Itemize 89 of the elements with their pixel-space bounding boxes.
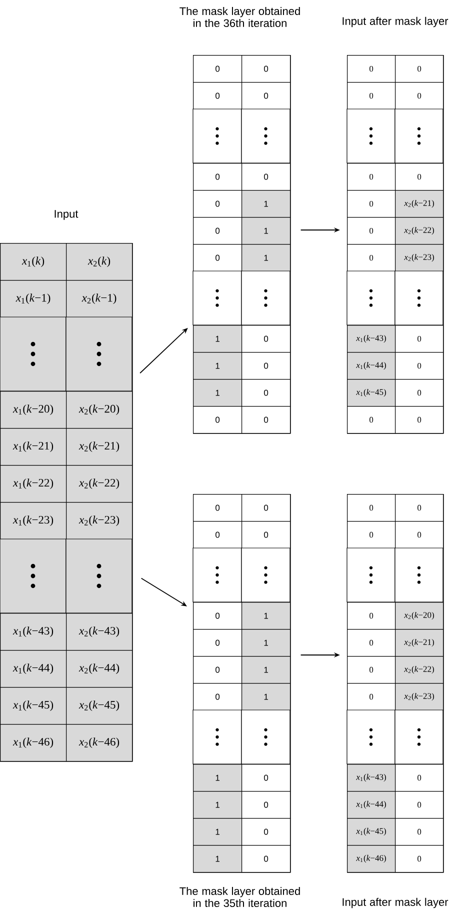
table-cell: x$_{2}$(k−20)	[66, 391, 133, 429]
table-cell: 0	[347, 163, 396, 191]
table-heading: The mask layer obtained in the 35th iteration	[180, 886, 300, 908]
table-cell: 0	[395, 406, 444, 434]
table-cell: 0	[242, 82, 291, 110]
table-cell: 0	[395, 764, 444, 792]
table-cell: 0	[395, 494, 444, 522]
table-cell: 0	[242, 55, 291, 83]
table-heading: Input after mask layer	[342, 898, 448, 908]
table-cell: x$_{2}$(k−21)	[395, 190, 444, 218]
table-cell: x$_{2}$(k−23)	[395, 683, 444, 711]
table-cell: x$_{1}$(k−44)	[347, 352, 396, 380]
table-cell: x$_{2}$(k−45)	[66, 687, 133, 725]
table-cell: x$_{2}$(k−22)	[395, 656, 444, 684]
table-heading: Input after mask layer	[342, 16, 448, 28]
table-cell: x$_{1}$(k−45)	[347, 379, 396, 407]
table-cell: x$_{2}$(k−21)	[395, 629, 444, 657]
table-cell: 0	[395, 818, 444, 846]
table-cell: x$_{1}$(k)	[0, 243, 67, 281]
table-cell: x$_{2}$(k−20)	[395, 602, 444, 630]
table-cell: 0	[395, 844, 444, 873]
table-cell: x$_{2}$(k−46)	[66, 724, 133, 762]
table-cell: 0	[193, 163, 242, 191]
table-cell: x$_{2}$(k−23)	[66, 502, 133, 540]
table-cell: x$_{1}$(k−46)	[0, 724, 67, 762]
table-heading: The mask layer obtained in the 36th iteration	[180, 6, 300, 28]
table-cell: 0	[242, 494, 291, 522]
table-cell: 0	[395, 163, 444, 191]
table-cell: 1	[242, 683, 291, 711]
table-cell: 0	[395, 521, 444, 549]
table-cell: 0	[347, 602, 396, 630]
table-cell: 1	[193, 352, 242, 380]
table-cell: 0	[242, 764, 291, 792]
table-cell: 0	[395, 325, 444, 353]
table-cell: 0	[395, 55, 444, 83]
table-cell: x$_{1}$(k−45)	[347, 818, 396, 846]
table-cell: 0	[242, 379, 291, 407]
table-cell: x$_{1}$(k−43)	[347, 764, 396, 792]
table-cell: 1	[193, 844, 242, 873]
table-cell: 0	[347, 494, 396, 522]
table-cell: 0	[193, 406, 242, 434]
table-cell: 0	[395, 379, 444, 407]
table-cell: x$_{1}$(k−44)	[347, 791, 396, 819]
table-cell: 0	[193, 602, 242, 630]
table-cell: 1	[242, 217, 291, 245]
table-cell: 1	[242, 656, 291, 684]
table-cell: 1	[242, 244, 291, 272]
table-cell: 0	[193, 494, 242, 522]
table-cell: 0	[347, 55, 396, 83]
table-cell: x$_{1}$(k−23)	[0, 502, 67, 540]
table-cell: 0	[242, 521, 291, 549]
table-cell: x$_{2}$(k−22)	[66, 465, 133, 503]
table-cell: x$_{2}$(k)	[66, 243, 133, 281]
table-cell: 0	[395, 791, 444, 819]
table-cell: 0	[395, 352, 444, 380]
table-cell: 1	[193, 325, 242, 353]
table-cell: 0	[242, 844, 291, 873]
table-cell: x$_{1}$(k−45)	[0, 687, 67, 725]
table-cell: 1	[193, 379, 242, 407]
table-cell: x$_{1}$(k−44)	[0, 650, 67, 688]
table-cell: x$_{1}$(k−22)	[0, 465, 67, 503]
table-cell: x$_{2}$(k−44)	[66, 650, 133, 688]
table-cell: 1	[242, 629, 291, 657]
table-cell: 1	[193, 764, 242, 792]
table-cell: 0	[242, 818, 291, 846]
table-cell: x$_{1}$(k−46)	[347, 844, 396, 873]
table-cell: x$_{1}$(k−21)	[0, 428, 67, 466]
table-cell: 0	[242, 791, 291, 819]
table-cell: x$_{2}$(k−22)	[395, 217, 444, 245]
table-cell: 1	[242, 602, 291, 630]
table-cell: 0	[242, 163, 291, 191]
table-cell: 1	[242, 190, 291, 218]
table-cell: 0	[242, 325, 291, 353]
table-cell: 0	[347, 406, 396, 434]
table-cell: x$_{2}$(k−21)	[66, 428, 133, 466]
table-cell: x$_{2}$(k−1)	[66, 280, 133, 318]
table-cell: x$_{2}$(k−43)	[66, 613, 133, 651]
table-cell: 1	[193, 791, 242, 819]
table-cell: 0	[242, 406, 291, 434]
table-cell: 1	[193, 818, 242, 846]
table-cell: 0	[193, 55, 242, 83]
table-cell: x$_{1}$(k−43)	[0, 613, 67, 651]
table-cell: x$_{1}$(k−20)	[0, 391, 67, 429]
table-cell: 0	[242, 352, 291, 380]
table-cell: x$_{1}$(k−43)	[347, 325, 396, 353]
table-cell: x$_{1}$(k−1)	[0, 280, 67, 318]
table-cell: 0	[395, 82, 444, 110]
table-cell: x$_{2}$(k−23)	[395, 244, 444, 272]
table-heading: Input	[54, 210, 78, 220]
